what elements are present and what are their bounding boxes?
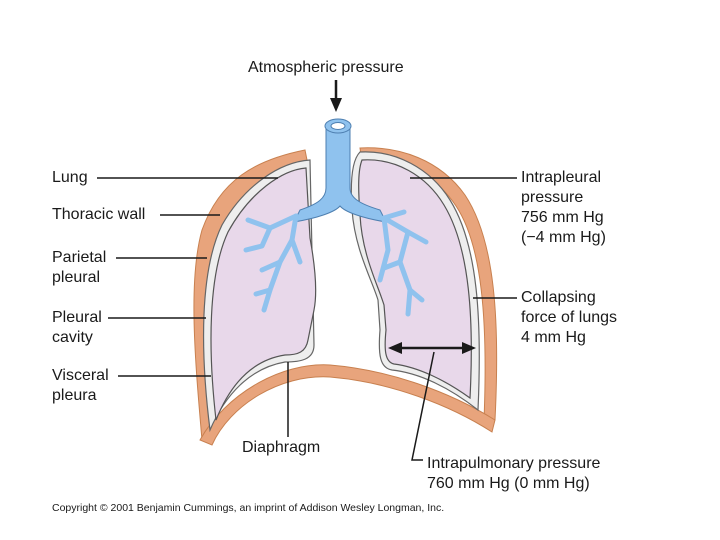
label-pleural-cavity-line-2: cavity: [52, 329, 93, 346]
atmospheric-arrowhead: [330, 98, 342, 112]
label-intrapleural-line-3: 756 mm Hg: [521, 209, 604, 226]
label-intrapleural-line-4: (−4 mm Hg): [521, 229, 606, 246]
label-diaphragm: Diaphragm: [242, 439, 321, 456]
label-parietal-line-1: Parietal: [52, 249, 107, 266]
label-intrapleural-line-2: pressure: [521, 189, 584, 206]
label-collapsing-line-2: force of lungs: [521, 309, 618, 326]
label-thoracic-wall: Thoracic wall: [52, 206, 146, 223]
label-lung: Lung: [52, 169, 88, 186]
label-visceral-line-2: pleura: [52, 387, 97, 404]
label-atmospheric-pressure: Atmospheric pressure: [248, 59, 404, 76]
label-intrapleural-line-1: Intrapleural: [521, 169, 602, 186]
diaphragm-wall: [199, 364, 496, 446]
collapsing-force-arrow: [388, 342, 476, 354]
label-pleural-cavity-line-1: Pleural: [52, 309, 102, 326]
label-parietal-line-2: pleural: [52, 269, 101, 286]
label-visceral-line-1: Visceral: [52, 367, 109, 384]
label-intrapulmonary-line-1: Intrapulmonary pressure: [427, 455, 601, 472]
label-intrapulmonary-line-2: 760 mm Hg (0 mm Hg): [427, 475, 590, 492]
airway: [243, 118, 429, 317]
copyright-notice: Copyright © 2001 Benjamin Cummings, an i…: [52, 502, 445, 514]
leader-lines: [97, 177, 517, 461]
label-collapsing-line-3: 4 mm Hg: [521, 329, 586, 346]
label-collapsing-line-1: Collapsing: [521, 289, 596, 306]
